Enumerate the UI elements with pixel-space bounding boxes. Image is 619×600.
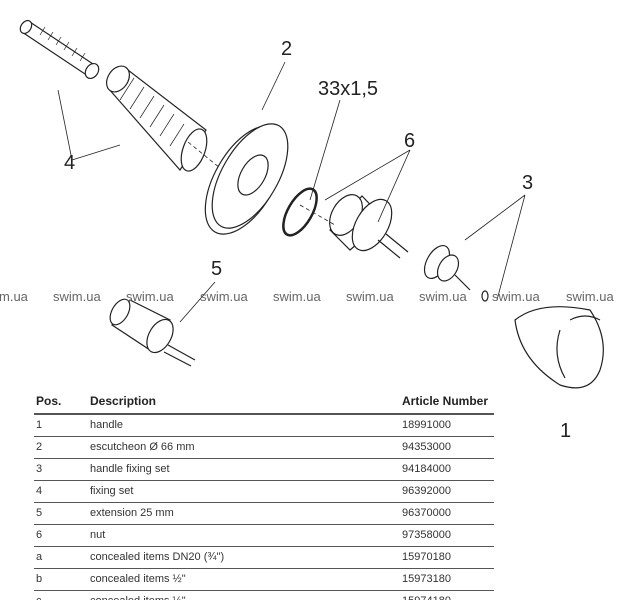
watermark: swim.ua bbox=[126, 289, 174, 304]
callout-3: 3 bbox=[522, 172, 534, 194]
exploded-view-drawing bbox=[19, 19, 604, 390]
cell-pos: 3 bbox=[34, 458, 88, 481]
watermark: swim.ua bbox=[200, 289, 248, 304]
header-article-number: Article Number bbox=[400, 391, 494, 415]
callout-2: 2 bbox=[281, 38, 293, 60]
fixing-set-small-tube bbox=[19, 19, 100, 80]
table-header-row: Pos. Description Article Number bbox=[34, 391, 494, 415]
cell-article-number: 97358000 bbox=[400, 524, 494, 547]
cell-article-number: 18991000 bbox=[400, 414, 494, 437]
watermark: swim.ua bbox=[346, 289, 394, 304]
watermark: swim.ua bbox=[492, 289, 540, 304]
callout-4: 4 bbox=[64, 152, 76, 174]
watermark: swim.ua bbox=[273, 289, 321, 304]
o-ring bbox=[282, 187, 318, 237]
cell-article-number: 96392000 bbox=[400, 480, 494, 503]
watermark: m.ua bbox=[0, 289, 28, 304]
table-row: cconcealed items ½"15974180 bbox=[34, 590, 494, 600]
cell-description: concealed items ½" bbox=[88, 568, 400, 591]
cell-pos: 6 bbox=[34, 524, 88, 547]
watermark: swim.ua bbox=[53, 289, 101, 304]
cell-article-number: 15970180 bbox=[400, 546, 494, 569]
cell-pos: 4 bbox=[34, 480, 88, 503]
cell-pos: 1 bbox=[34, 414, 88, 437]
cell-article-number: 15974180 bbox=[400, 590, 494, 600]
cell-description: handle bbox=[88, 414, 400, 437]
extension bbox=[109, 298, 196, 367]
cell-pos: c bbox=[34, 590, 88, 600]
cell-article-number: 94353000 bbox=[400, 436, 494, 459]
header-description: Description bbox=[88, 391, 400, 415]
cell-article-number: 15973180 bbox=[400, 568, 494, 591]
cell-pos: a bbox=[34, 546, 88, 569]
cell-pos: b bbox=[34, 568, 88, 591]
callout-5: 5 bbox=[211, 258, 223, 280]
cell-pos: 5 bbox=[34, 502, 88, 525]
cell-description: concealed items DN20 (¾") bbox=[88, 546, 400, 569]
cell-description: escutcheon Ø 66 mm bbox=[88, 436, 400, 459]
cell-description: handle fixing set bbox=[88, 458, 400, 481]
nut-cartridge bbox=[329, 194, 409, 259]
cell-description: nut bbox=[88, 524, 400, 547]
callout-o-ring-size: 33x1,5 bbox=[318, 78, 379, 100]
handle-fixing-set bbox=[423, 245, 489, 302]
cell-pos: 2 bbox=[34, 436, 88, 459]
cell-description: concealed items ½" bbox=[88, 590, 400, 600]
escutcheon bbox=[204, 123, 289, 235]
header-pos: Pos. bbox=[34, 391, 88, 415]
watermark: swim.ua bbox=[419, 289, 467, 304]
leader-lines bbox=[57, 61, 566, 390]
callout-6: 6 bbox=[404, 130, 416, 152]
watermark: swim.ua bbox=[566, 289, 614, 304]
handle bbox=[514, 306, 604, 389]
cell-article-number: 96370000 bbox=[400, 502, 494, 525]
fixing-set-large-tube bbox=[105, 65, 208, 172]
cell-article-number: 94184000 bbox=[400, 458, 494, 481]
cell-description: fixing set bbox=[88, 480, 400, 503]
cell-description: extension 25 mm bbox=[88, 502, 400, 525]
callout-1: 1 bbox=[560, 420, 572, 442]
